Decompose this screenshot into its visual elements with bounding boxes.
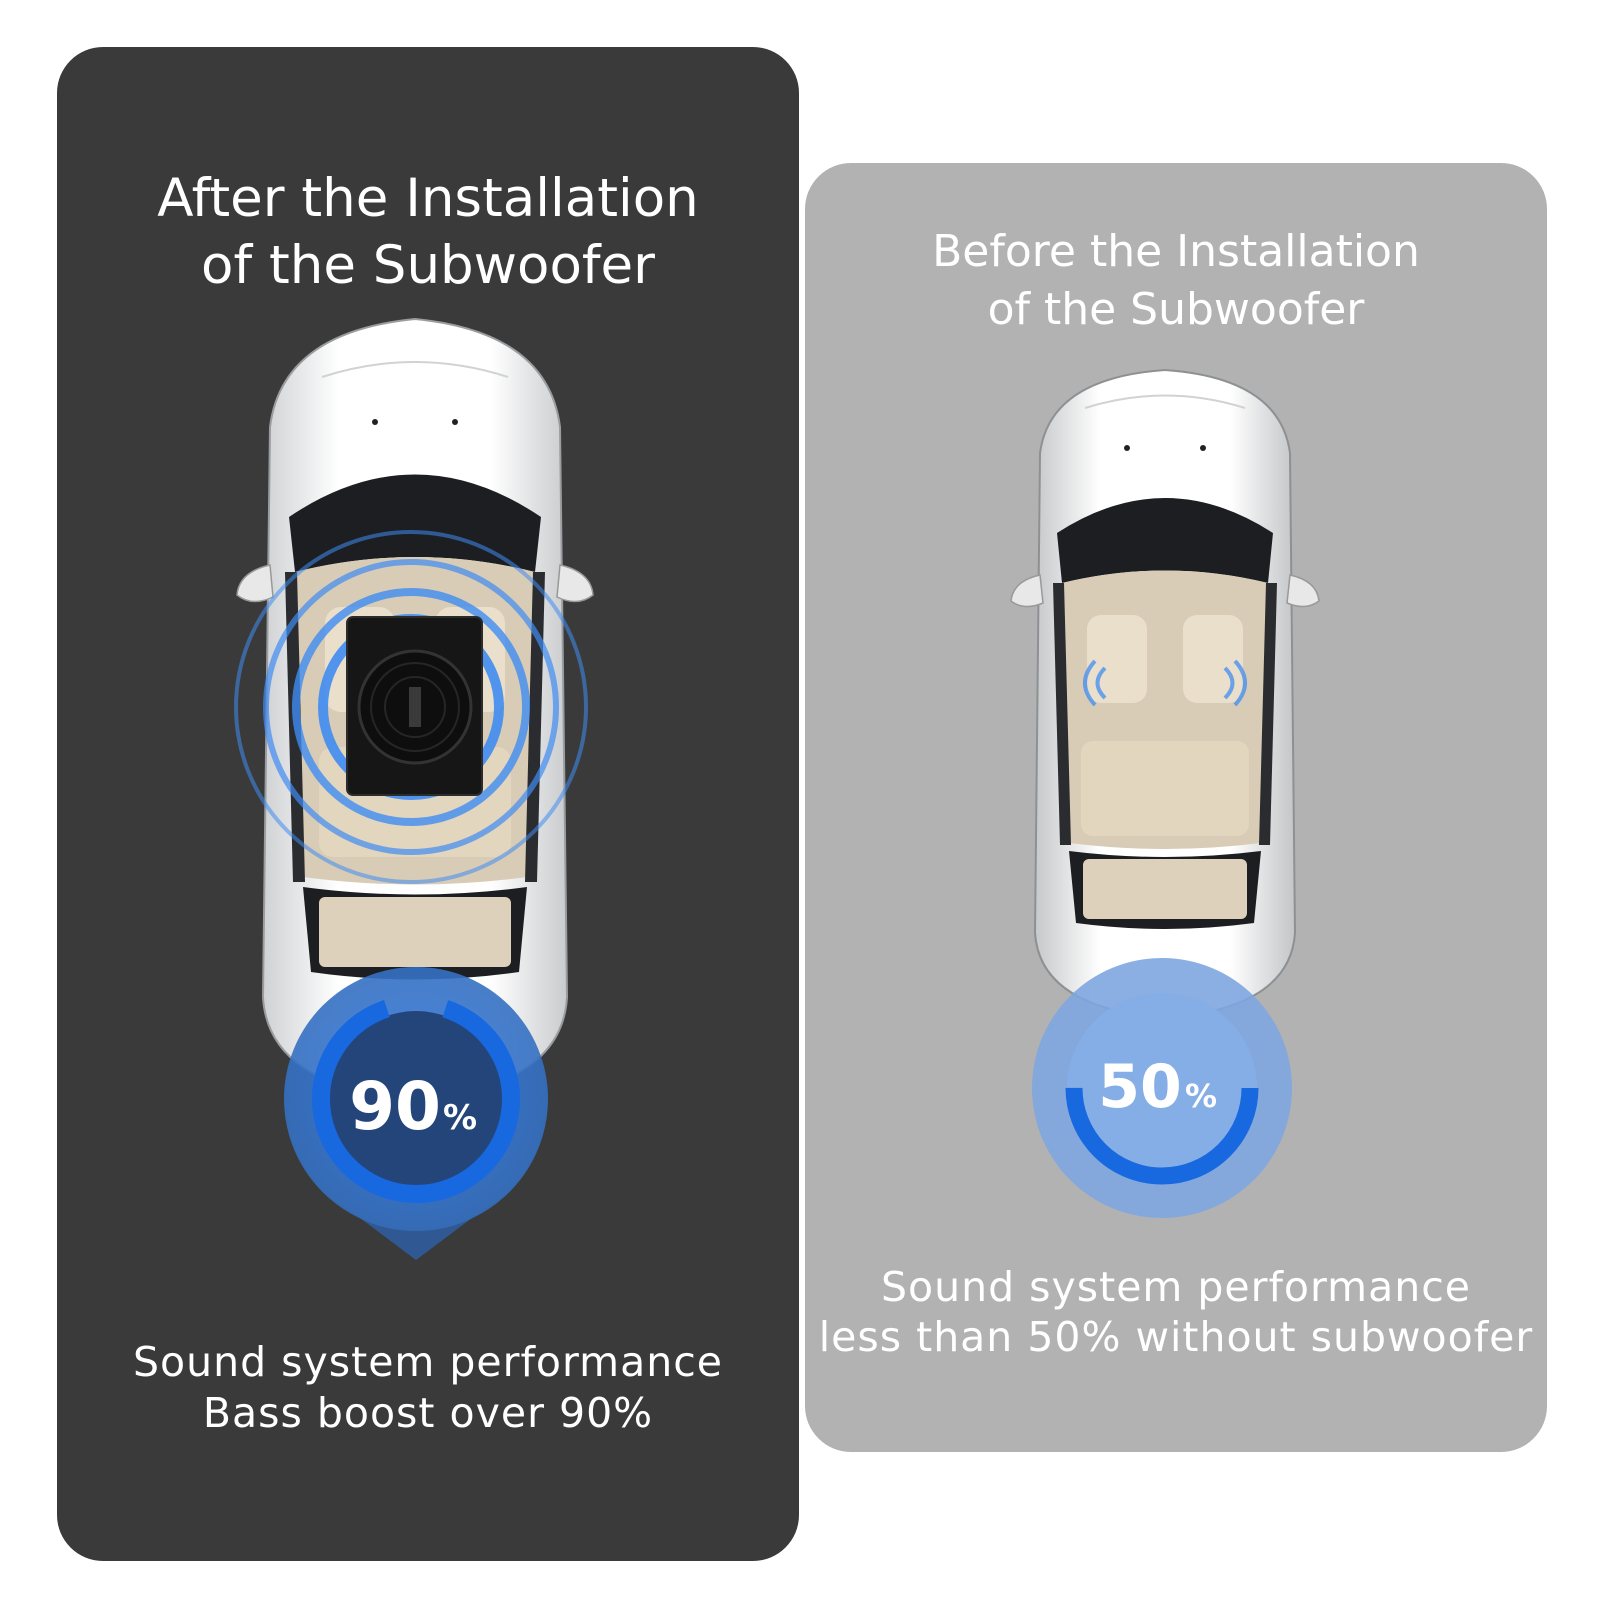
before-level-ring [1065,991,1259,1185]
before-caption-line-1: Sound system performance [881,1263,1471,1311]
before-panel: 50 % Before the Installation of the Subw… [805,163,1547,1452]
after-caption-line-2: Bass boost over 90% [202,1389,654,1437]
after-caption: Sound system performance Bass boost over… [57,1337,799,1439]
after-title-line-2: of the Subwoofer [201,235,655,296]
subwoofer-icon [346,616,483,796]
before-percent-value: 50 [1098,1052,1182,1122]
after-title-line-1: After the Installation [157,168,699,229]
before-title-line-1: Before the Installation [932,226,1420,277]
after-title: After the Installation of the Subwoofer [57,165,799,299]
before-gauge: 50 % [1032,958,1292,1218]
after-caption-line-1: Sound system performance [133,1338,723,1386]
before-title: Before the Installation of the Subwoofer [805,223,1547,339]
before-caption-line-2: less than 50% without subwoofer [818,1313,1534,1361]
before-title-line-2: of the Subwoofer [987,284,1365,335]
sound-waves [1083,659,1247,707]
after-gauge: 90 % [284,967,548,1260]
after-percent-sign: % [443,1098,477,1138]
after-level-ring [312,995,520,1203]
car-illustration [1010,368,1320,1020]
before-percent-sign: % [1185,1077,1217,1115]
after-percent-value: 90 [349,1068,441,1145]
before-scene: 50 % [805,163,1547,1452]
after-scene: 90 % [57,47,799,1561]
before-caption: Sound system performance less than 50% w… [805,1262,1547,1362]
after-panel: 90 % After the Installation of the Subwo… [57,47,799,1561]
